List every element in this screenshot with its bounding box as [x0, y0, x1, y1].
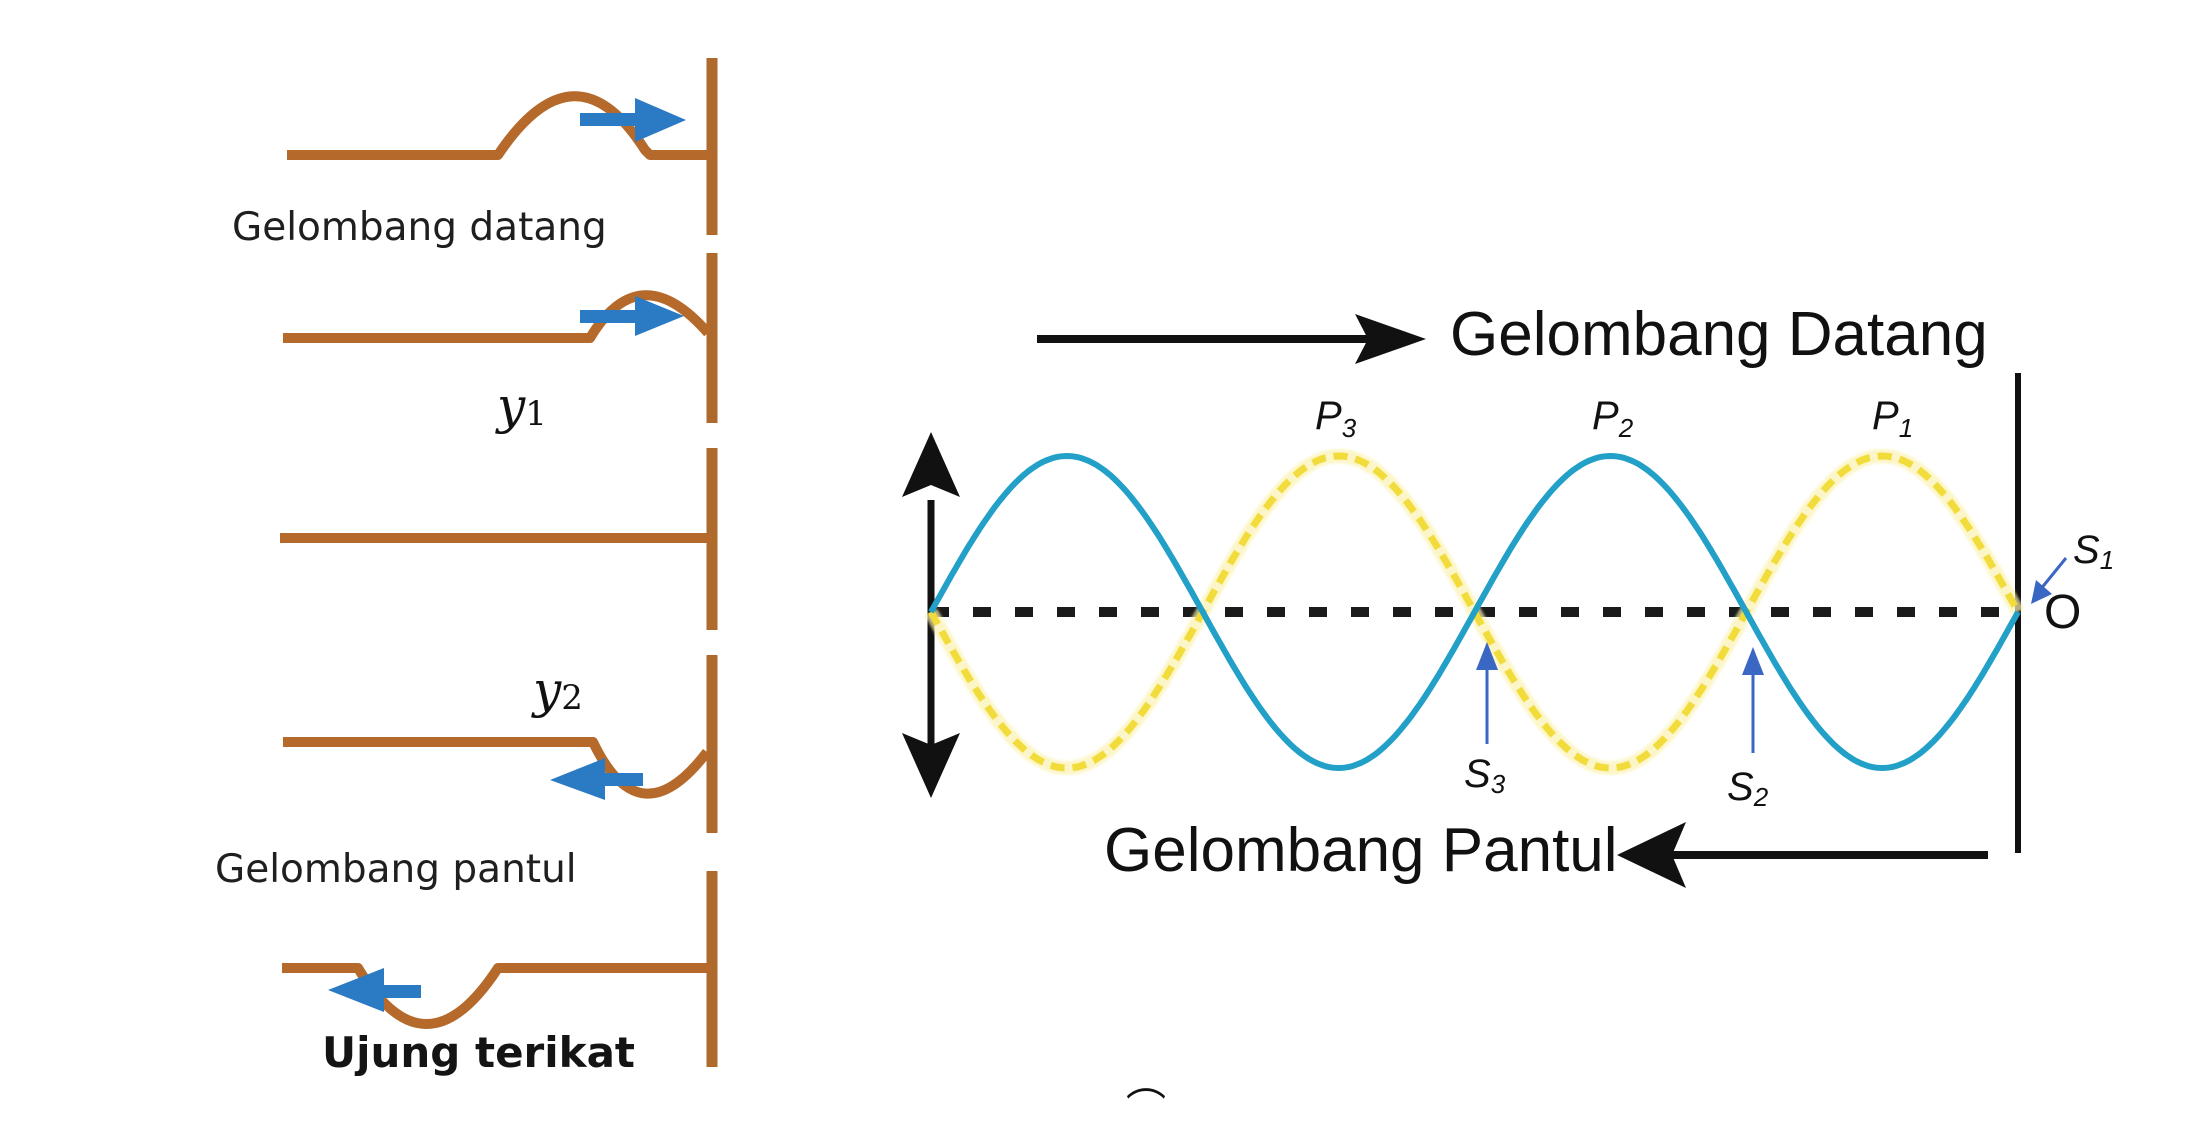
label-y1: y1 [495, 377, 547, 435]
label-reflected-wave: Gelombang pantul [215, 847, 577, 892]
node-s1: S1 [2031, 528, 2114, 604]
string-with-pulse [287, 91, 712, 160]
node-pointer-icon [2031, 580, 2052, 604]
step-1-incident-pulse: Gelombang datang [232, 58, 718, 250]
step-4-inverted-pulse: y2 Gelombang pantul [215, 655, 718, 892]
label-reflected-wave-right: Gelombang Pantul [1104, 816, 1618, 885]
antinode-labels: P3 P2 P1 [1315, 394, 1913, 443]
motion-arrow-left-icon [550, 758, 643, 800]
node-pointer-icon [1476, 642, 1498, 670]
antinode-label-p2: P2 [1592, 394, 1634, 443]
step-2-pulse-reaching-wall: y1 [283, 253, 718, 435]
step-3-pulse-at-wall [280, 448, 718, 630]
string-with-pulse [283, 290, 712, 343]
node-s2: S2 [1727, 647, 1769, 812]
left-panel-fixed-end-reflection: Gelombang datang y1 [215, 58, 718, 1077]
antinode-label-p1: P1 [1872, 394, 1913, 443]
step-5-reflected-pulse: Ujung terikat [282, 871, 718, 1077]
motion-arrow-right-icon [580, 296, 684, 336]
motion-arrow-left-icon [328, 968, 421, 1012]
reflected-wave-dashed [927, 452, 2022, 772]
label-incident-wave: Gelombang datang [232, 205, 607, 250]
amplitude-double-arrow-icon [902, 432, 960, 798]
incident-wave-solid [928, 452, 2021, 772]
incident-direction-arrow-icon [1037, 314, 1426, 364]
caption-fixed-end: Ujung terikat [322, 1028, 635, 1077]
string-with-inverted-pulse [283, 737, 711, 799]
node-s3: S3 [1464, 642, 1506, 799]
label-incident-wave-right: Gelombang Datang [1450, 300, 1988, 369]
node-pointer-icon [1742, 647, 1764, 675]
node-label-s3: S3 [1464, 752, 1506, 799]
origin-label: O [2044, 586, 2081, 639]
antinode-label-p3: P3 [1315, 394, 1357, 443]
partial-glyph-artifact: ⌒ [1126, 1087, 1166, 1131]
node-label-s2: S2 [1727, 765, 1769, 812]
reflected-direction-arrow-icon [1617, 822, 1988, 888]
right-panel-standing-wave: Gelombang Datang Gelombang Pantul P3 P2 P1 [902, 300, 2114, 888]
label-y2: y2 [531, 661, 583, 719]
motion-arrow-right-icon [580, 98, 686, 142]
node-label-s1: S1 [2073, 528, 2114, 575]
